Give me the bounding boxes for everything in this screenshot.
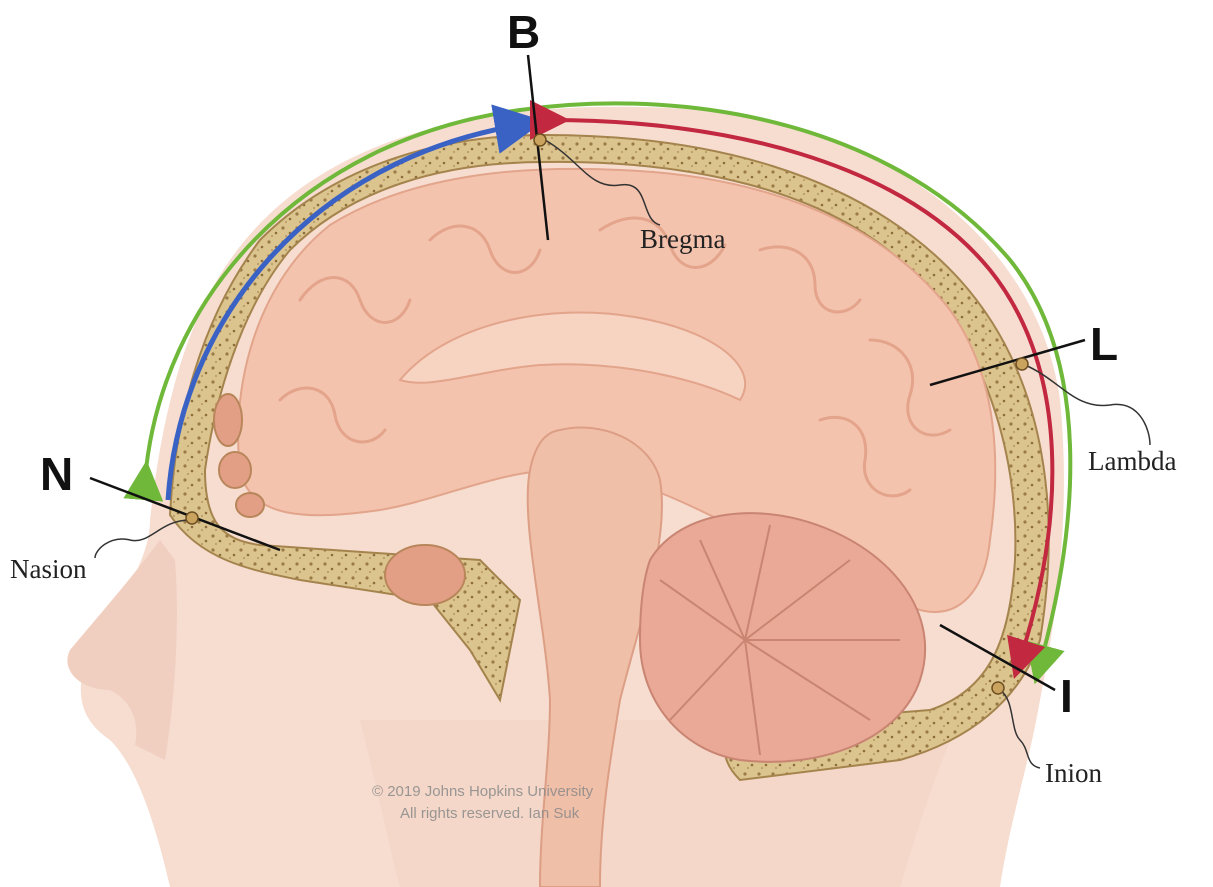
label-n: N xyxy=(40,448,73,500)
credit-line-2: All rights reserved. Ian Suk xyxy=(400,805,580,822)
label-lambda: Lambda xyxy=(1088,446,1176,476)
inion-point xyxy=(992,682,1004,694)
label-bregma: Bregma xyxy=(640,224,725,254)
label-i: I xyxy=(1060,670,1073,722)
lambda-point xyxy=(1016,358,1028,370)
label-inion: Inion xyxy=(1045,758,1102,788)
credit-line-1: © 2019 Johns Hopkins University xyxy=(372,783,594,800)
label-l: L xyxy=(1090,318,1118,370)
bregma-point xyxy=(534,134,546,146)
label-b: B xyxy=(507,6,540,58)
nasion-point xyxy=(186,512,198,524)
label-nasion: Nasion xyxy=(10,554,87,584)
